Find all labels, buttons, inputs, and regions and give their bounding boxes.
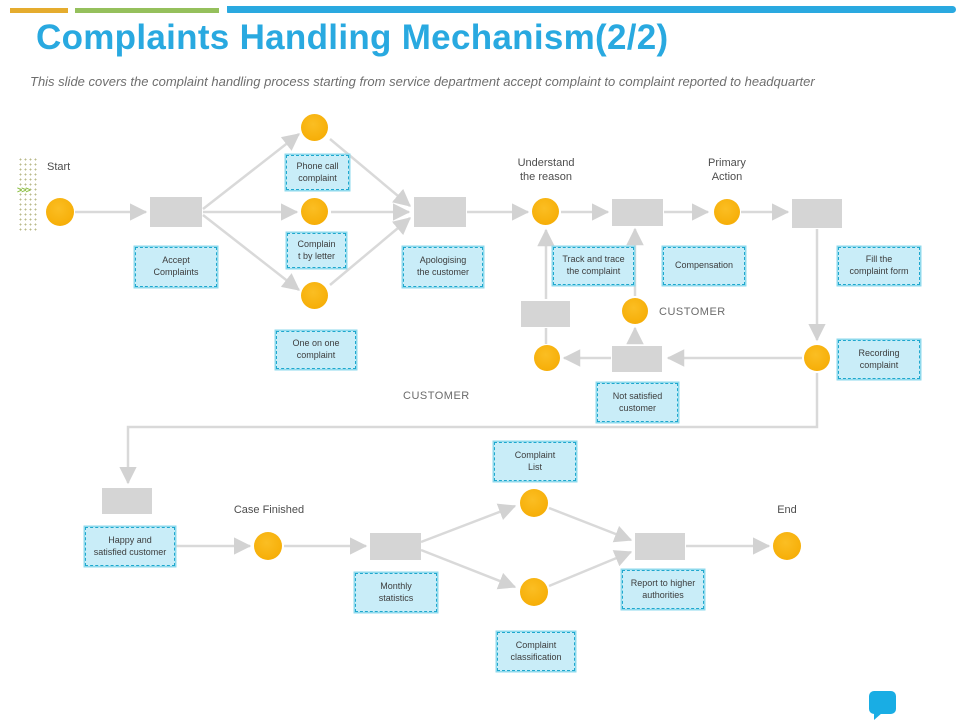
step-box-apologising-customer: Apologising the customer [403, 247, 483, 287]
process-rect-report [635, 533, 685, 560]
page-subtitle: This slide covers the complaint handling… [30, 74, 815, 89]
page-title: Complaints Handling Mechanism(2/2) [36, 18, 669, 57]
node-circle-recording [804, 345, 830, 371]
process-rect-compensation [612, 199, 663, 226]
node-circle-classification [520, 578, 548, 606]
step-box-complaint-list: Complaint List [494, 442, 576, 481]
node-circle-understand-reason [532, 198, 559, 225]
start-dot-pattern [18, 157, 38, 233]
node-circle-case-finished [254, 532, 282, 560]
label-understand-reason: Understand the reason [517, 157, 575, 184]
chevrons-right-icon: >>> [17, 185, 31, 195]
process-rect-fill-form [792, 199, 842, 228]
process-rect-happy-customer [102, 488, 152, 514]
process-rect-track-trace [521, 301, 570, 327]
node-circle-complaint-list [520, 489, 548, 517]
step-box-phone-call-complaint: Phone call complaint [286, 155, 349, 190]
step-box-complaint-classification: Complaint classification [497, 632, 575, 671]
node-circle-customer [622, 298, 648, 324]
step-box-accept-complaints: Accept Complaints [135, 247, 217, 287]
node-circle-start [46, 198, 74, 226]
label-customer-left: CUSTOMER [403, 390, 470, 402]
process-rect-apologise [414, 197, 466, 227]
label-start: Start [47, 161, 71, 173]
node-circle-letter [301, 198, 328, 225]
label-primary-action: Primary Action [708, 157, 746, 184]
label-case-finished: Case Finished [233, 504, 305, 516]
step-box-monthly-statistics: Monthly statistics [355, 573, 437, 612]
node-circle-not-satisfied [534, 345, 560, 371]
node-circle-phone-call [301, 114, 328, 141]
step-box-compensation: Compensation [663, 247, 745, 285]
step-box-fill-complaint-form: Fill the complaint form [838, 247, 920, 285]
accent-bar-blue [227, 6, 956, 13]
process-rect-accept [150, 197, 202, 227]
process-rect-not-satisfied [612, 346, 662, 372]
label-customer-mid: CUSTOMER [659, 306, 726, 318]
speech-bubble-icon [869, 691, 896, 720]
node-circle-end [773, 532, 801, 560]
step-box-recording-complaint: Recording complaint [838, 340, 920, 379]
step-box-happy-satisfied-customer: Happy and satisfied customer [85, 527, 175, 566]
step-box-complaint-by-letter: Complain t by letter [287, 233, 346, 268]
accent-bar-yellow [10, 8, 68, 13]
label-end: End [777, 504, 797, 516]
step-box-track-and-trace: Track and trace the complaint [553, 247, 634, 285]
speech-bubble-tail [874, 713, 882, 720]
step-box-report-higher-authorities: Report to higher authorities [622, 570, 704, 609]
accent-bar-green [75, 8, 219, 13]
node-circle-one-on-one [301, 282, 328, 309]
node-circle-primary-action [714, 199, 740, 225]
step-box-not-satisfied-customer: Not satisfied customer [597, 383, 678, 422]
step-box-one-on-one-complaint: One on one complaint [276, 331, 356, 369]
process-rect-monthly-stats [370, 533, 421, 560]
